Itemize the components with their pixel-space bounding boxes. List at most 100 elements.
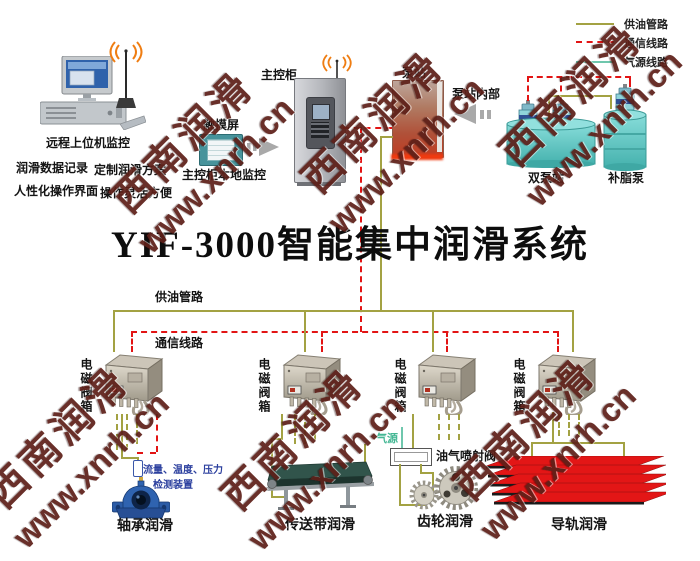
bearing-illustration bbox=[112, 477, 170, 519]
gears-illustration bbox=[409, 466, 478, 510]
dual-pump-illustration bbox=[506, 99, 596, 168]
cabinet-base bbox=[297, 182, 341, 186]
arrow-left-icon bbox=[454, 104, 491, 124]
valve-box-2 bbox=[282, 353, 342, 415]
oil-line-segment bbox=[412, 414, 414, 449]
arrow-right-icon bbox=[247, 138, 279, 156]
pump-station-label: 泵站 bbox=[402, 66, 427, 80]
oil-line-segment bbox=[420, 464, 422, 474]
valve-box-label-4: 电磁阀箱 bbox=[512, 358, 526, 414]
detector-text-1: 流量、温度、压力 bbox=[143, 465, 223, 476]
comm-line-segment bbox=[360, 127, 362, 332]
oil-line-segment bbox=[552, 412, 554, 444]
oil-line-segment bbox=[121, 457, 139, 459]
machine-label-gear: 齿轮润滑 bbox=[417, 513, 473, 529]
valve-box-label-1: 电磁阀箱 bbox=[79, 358, 93, 414]
detector-text-2: 检测装置 bbox=[153, 480, 193, 491]
oil-nozzle-line bbox=[458, 414, 460, 440]
legend-row-comm: 通信线路 bbox=[576, 35, 696, 51]
oil-line-segment bbox=[420, 472, 434, 474]
pump-station-inside-label: 泵站内部 bbox=[452, 87, 501, 101]
bus-comm-label: 通信线路 bbox=[155, 336, 204, 350]
remote-feature-4: 操作灵活方便 bbox=[100, 186, 173, 200]
legend-label-comm: 通信线路 bbox=[624, 38, 668, 50]
oil-nozzle-line bbox=[294, 414, 296, 444]
cabinet-screen bbox=[312, 104, 330, 120]
oil-line-segment bbox=[399, 504, 427, 506]
oil-line-segment bbox=[271, 438, 283, 440]
comm-line-segment bbox=[446, 331, 448, 352]
valve-box-3 bbox=[417, 353, 477, 415]
oil-line-segment bbox=[572, 310, 574, 352]
valve-box-1 bbox=[104, 353, 164, 415]
comm-line-segment bbox=[321, 331, 323, 352]
comm-line-segment bbox=[527, 76, 631, 78]
legend-line-comm bbox=[576, 41, 614, 43]
grease-pump-illustration bbox=[603, 83, 647, 171]
oil-line-segment bbox=[380, 136, 382, 312]
dual-pump-label: 双泵站 bbox=[528, 171, 565, 185]
oil-line-segment bbox=[623, 442, 625, 468]
oil-nozzle-line bbox=[438, 414, 440, 440]
remote-feature-3: 人性化操作界面 bbox=[14, 184, 99, 198]
legend-label-oil: 供油管路 bbox=[624, 19, 668, 31]
comm-line-segment bbox=[343, 127, 392, 129]
oil-line-segment bbox=[380, 136, 393, 138]
touchscreen-screen bbox=[207, 139, 235, 161]
machine-label-rail: 导轨润滑 bbox=[551, 516, 607, 532]
comm-line-segment bbox=[131, 331, 133, 352]
injector-device bbox=[390, 448, 432, 466]
oil-line-segment bbox=[121, 414, 123, 459]
oil-line-segment bbox=[548, 95, 550, 120]
legend-line-oil bbox=[576, 23, 614, 25]
air-line-segment bbox=[401, 427, 403, 449]
oil-nozzle-line bbox=[304, 414, 306, 444]
machine-label-bearing: 轴承润滑 bbox=[117, 517, 173, 533]
touchscreen-illustration bbox=[199, 134, 243, 166]
legend-row-oil: 供油管路 bbox=[576, 16, 696, 32]
cabinet-antenna-icon bbox=[322, 54, 352, 80]
oil-nozzle-line bbox=[558, 414, 560, 436]
remote-pc-illustration bbox=[40, 56, 146, 130]
legend-row-air: 气源线路 bbox=[576, 54, 696, 70]
comm-line-segment bbox=[137, 452, 156, 454]
cabinet-illustration bbox=[294, 78, 346, 186]
oil-nozzle-line bbox=[568, 414, 570, 436]
comm-line-segment bbox=[560, 76, 562, 101]
oil-line-segment bbox=[548, 95, 612, 97]
oil-line-segment bbox=[432, 310, 434, 352]
comm-line-segment bbox=[629, 76, 631, 87]
oil-nozzle-line bbox=[314, 414, 316, 440]
oil-nozzle-line bbox=[126, 414, 128, 450]
cabinet-label: 主控柜 bbox=[261, 68, 298, 82]
remote-pc-label: 远程上位机监控 bbox=[46, 136, 131, 150]
oil-bus-line bbox=[113, 310, 574, 312]
oil-nozzle-line bbox=[578, 414, 580, 436]
page-title: YIF-3000智能集中润滑系统 bbox=[110, 225, 590, 266]
cabinet-keypad bbox=[311, 122, 329, 138]
oil-line-segment bbox=[304, 310, 306, 352]
oil-line-segment bbox=[271, 496, 285, 498]
cabinet-window bbox=[306, 97, 335, 149]
oil-line-segment bbox=[281, 414, 283, 440]
oil-nozzle-line bbox=[116, 414, 118, 450]
remote-feature-1: 润滑数据记录 bbox=[16, 161, 89, 175]
valve-box-label-3: 电磁阀箱 bbox=[393, 358, 407, 414]
bus-oil-label: 供油管路 bbox=[155, 290, 204, 304]
remote-feature-2: 定制润滑方案 bbox=[94, 163, 167, 177]
grease-pump-label: 补脂泵 bbox=[608, 171, 645, 185]
touchscreen-label: 触摸屏 bbox=[203, 118, 240, 132]
valve-box-label-2: 电磁阀箱 bbox=[257, 358, 271, 414]
pump-station-illustration bbox=[391, 80, 444, 160]
pump-station-glow bbox=[391, 154, 443, 160]
touchscreen-caption: 主控柜本地监控 bbox=[182, 168, 267, 182]
legend-line-air bbox=[576, 61, 614, 63]
injector-label: 油气喷射阀 bbox=[436, 449, 497, 463]
legend-label-air: 气源线路 bbox=[624, 57, 668, 69]
valve-box-4 bbox=[537, 353, 597, 415]
air-source-label: 气源 bbox=[376, 433, 398, 445]
conveyor-illustration bbox=[266, 461, 374, 510]
comm-line-segment bbox=[557, 331, 559, 352]
oil-line-segment bbox=[113, 310, 115, 352]
